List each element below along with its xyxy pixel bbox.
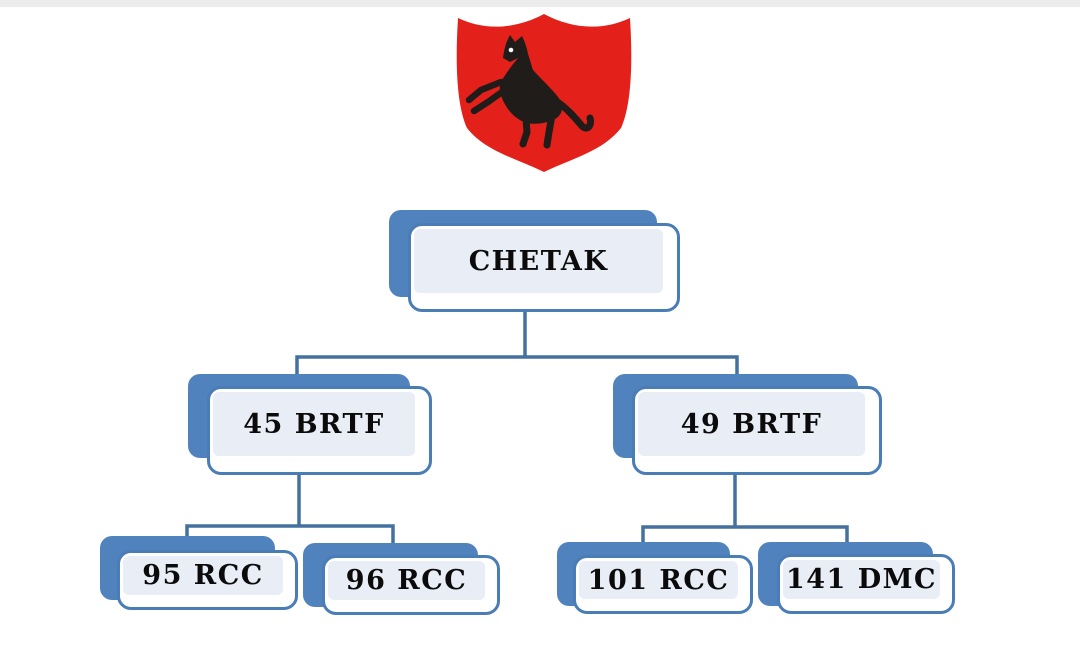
node-front-box: 95 RCC [117,550,298,610]
horse-tail [552,97,594,132]
org-node-label: 45 BRTF [243,408,385,440]
node-inner-panel: 95 RCC [123,556,283,595]
node-inner-panel: 141 DMC [783,560,940,599]
connector-level1 [295,312,739,375]
org-node-label: 101 RCC [587,564,730,596]
org-node-label: 141 DMC [785,564,938,595]
org-node-label: CHETAK [468,245,609,277]
horse-foreleg-upper [465,78,505,104]
connector-49brtf-children [641,475,849,543]
node-inner-panel: 101 RCC [579,561,738,599]
node-front-box: CHETAK [408,223,680,312]
node-inner-panel: CHETAK [414,229,663,293]
node-inner-panel: 49 BRTF [638,392,865,456]
org-node-label: 95 RCC [142,560,264,591]
page-top-edge [0,0,1080,7]
node-front-box: 49 BRTF [632,386,882,475]
horse-body [499,35,563,124]
org-node-label: 49 BRTF [680,408,823,440]
node-inner-panel: 96 RCC [328,561,485,600]
horse-foreleg-lower [470,88,506,115]
node-front-box: 141 DMC [777,554,955,614]
horse-eye [508,47,514,53]
horse-silhouette [465,35,594,149]
node-front-box: 101 RCC [573,555,753,614]
horse-hindleg-back [543,111,556,149]
horse-hindleg-front [519,115,531,148]
connector-45brtf-children [185,475,395,544]
org-node-label: 96 RCC [345,565,468,596]
node-front-box: 96 RCC [322,555,500,615]
chetak-emblem [456,14,632,172]
node-front-box: 45 BRTF [207,386,432,475]
node-inner-panel: 45 BRTF [213,392,415,456]
